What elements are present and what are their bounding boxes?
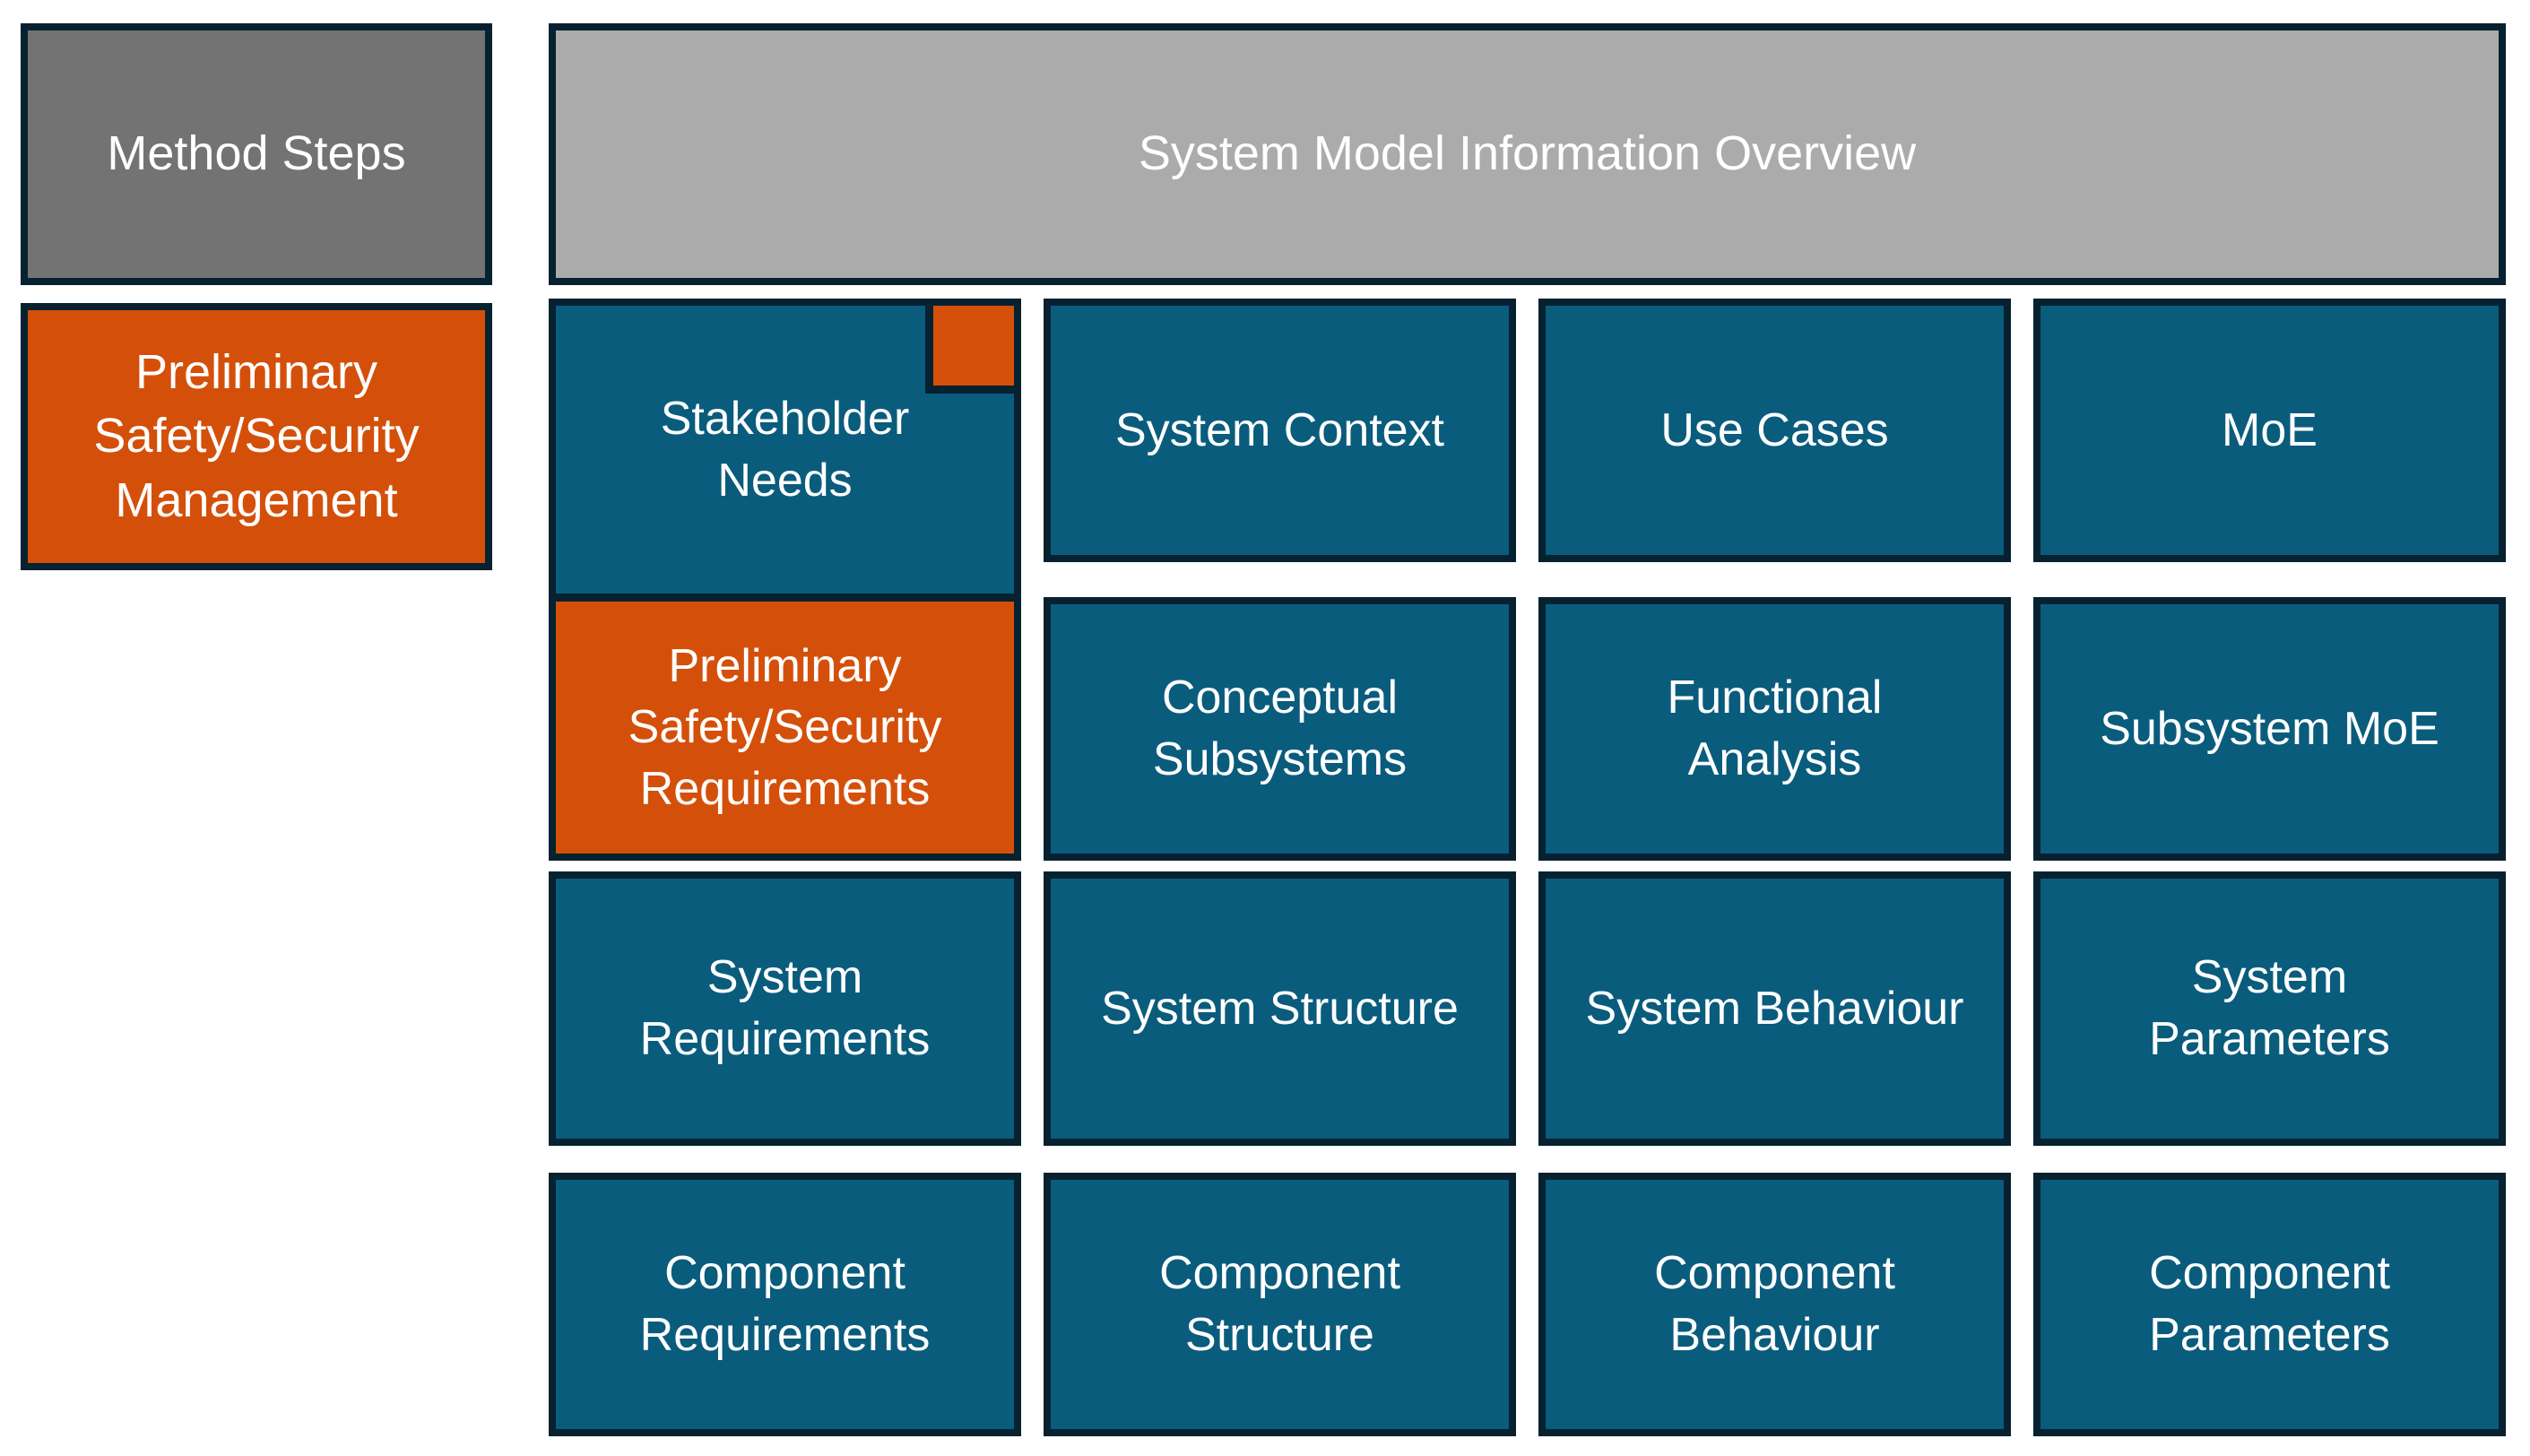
cell-label: Component Requirements xyxy=(639,1247,931,1361)
system-model-overview-header-label: System Model Information Overview xyxy=(1138,126,1917,181)
method-step-label: Preliminary Safety/Security Management xyxy=(93,345,420,527)
cell-label: Functional Analysis xyxy=(1667,672,1883,785)
cell-component-parameters: Component Parameters xyxy=(2033,1173,2506,1436)
cell-system-behaviour: System Behaviour xyxy=(1538,871,2011,1146)
cell-label: Stakeholder Needs xyxy=(660,392,910,507)
cell-functional-analysis: Functional Analysis xyxy=(1538,597,2011,861)
cell-use-cases: Use Cases xyxy=(1538,299,2011,562)
orange-corner-marker xyxy=(925,306,1014,394)
system-model-overview-header: System Model Information Overview xyxy=(549,23,2506,285)
cell-component-behaviour: Component Behaviour xyxy=(1538,1173,2011,1436)
cell-label: System Parameters xyxy=(2149,951,2390,1065)
cell-component-structure: Component Structure xyxy=(1044,1173,1516,1436)
cell-system-structure: System Structure xyxy=(1044,871,1516,1146)
cell-label: System Structure xyxy=(1101,982,1459,1035)
method-steps-header: Method Steps xyxy=(21,23,492,285)
cell-label: Component Parameters xyxy=(2149,1247,2390,1361)
cell-moe: MoE xyxy=(2033,299,2506,562)
cell-system-context: System Context xyxy=(1044,299,1516,562)
cell-label: Component Structure xyxy=(1159,1247,1400,1361)
cell-label: Conceptual Subsystems xyxy=(1152,672,1408,785)
cell-system-parameters: System Parameters xyxy=(2033,871,2506,1146)
cell-label: System Context xyxy=(1114,403,1445,456)
cell-system-requirements: System Requirements xyxy=(549,871,1021,1146)
cell-conceptual-subsystems: Conceptual Subsystems xyxy=(1044,597,1516,861)
cell-preliminary-safety-security-requirements: Preliminary Safety/Security Requirements xyxy=(549,594,1021,861)
method-steps-header-label: Method Steps xyxy=(107,126,406,181)
cell-subsystem-moe: Subsystem MoE xyxy=(2033,597,2506,861)
cell-label: Use Cases xyxy=(1660,403,1889,456)
cell-stakeholder-needs: Stakeholder Needs xyxy=(549,299,1021,601)
cell-label: MoE xyxy=(2222,403,2318,456)
cell-label: Component Behaviour xyxy=(1654,1247,1895,1361)
cell-label: System Requirements xyxy=(639,951,931,1065)
cell-label: Preliminary Safety/Security Requirements xyxy=(628,639,942,815)
cell-label: Subsystem MoE xyxy=(2100,702,2439,755)
method-step-preliminary-safety-security-management: Preliminary Safety/Security Management xyxy=(21,303,492,570)
cell-label: System Behaviour xyxy=(1585,982,1964,1035)
cell-component-requirements: Component Requirements xyxy=(549,1173,1021,1436)
